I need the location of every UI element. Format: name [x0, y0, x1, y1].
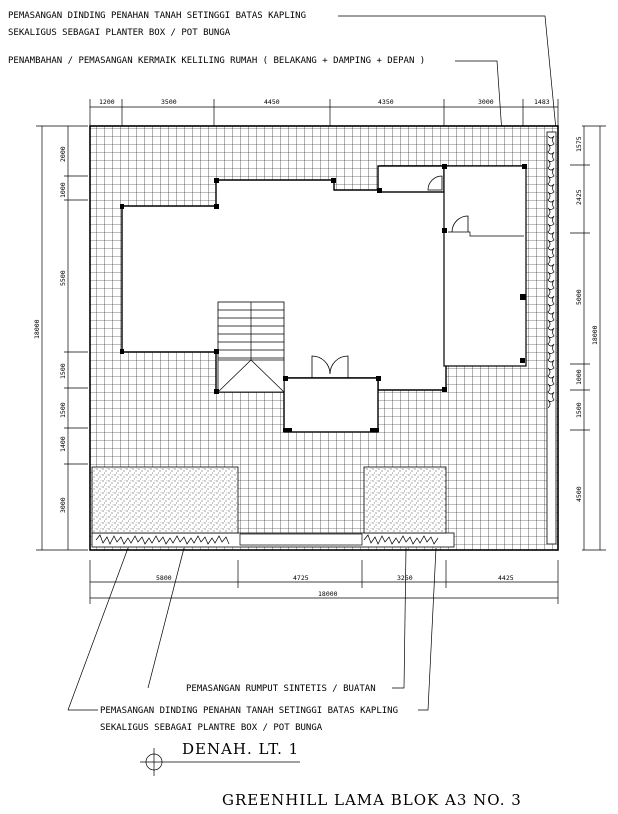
- dim-top-4: 4350: [378, 98, 394, 106]
- leader-top-wall: [338, 15, 558, 141]
- leader-grass: [392, 547, 407, 689]
- dim-bottom-total: 18000: [318, 590, 338, 598]
- plant-hatch: [547, 135, 555, 409]
- leader-grass-left: [147, 547, 185, 689]
- dim-left-2: 1000: [59, 182, 67, 198]
- dim-left-6: 1400: [59, 436, 67, 452]
- dim-top-3: 4450: [264, 98, 280, 106]
- leader-ceramic: [455, 60, 504, 149]
- dim-top-6: 1483: [534, 98, 550, 106]
- right-dimension-lines: [570, 125, 606, 551]
- top-dimension-line: [89, 99, 559, 126]
- dim-top-2: 3500: [161, 98, 177, 106]
- plan-title: DENAH. LT. 1: [182, 740, 299, 758]
- dim-left-7: 3000: [59, 497, 67, 513]
- dim-bottom-1: 5800: [156, 574, 172, 582]
- note-bottom-wall-line2: SEKALIGUS SEBAGAI PLANTRE BOX / POT BUNG…: [100, 723, 323, 733]
- note-grass: PEMASANGAN RUMPUT SINTETIS / BUATAN: [186, 684, 376, 694]
- dim-right-2: 2425: [575, 189, 583, 205]
- dim-left-1: 2000: [59, 146, 67, 162]
- dim-bottom-3: 3250: [397, 574, 413, 582]
- front-plant-hatch-right: [363, 534, 439, 545]
- dim-right-6: 4500: [575, 486, 583, 502]
- dim-right-4: 1000: [575, 369, 583, 385]
- bottom-dimension-lines: [89, 560, 559, 604]
- note-top-wall-line2: SEKALIGUS SEBAGAI PLANTER BOX / POT BUNG…: [8, 28, 231, 38]
- note-bottom-wall-line1: PEMASANGAN DINDING PENAHAN TANAH SETINGG…: [100, 706, 398, 716]
- driveway-strip: [239, 533, 363, 546]
- dim-bottom-4: 4425: [498, 574, 514, 582]
- synthetic-grass-right: [363, 466, 447, 534]
- right-planter-box: [546, 131, 557, 545]
- staircase: [217, 301, 285, 393]
- dim-top-1: 1200: [99, 98, 115, 106]
- project-title: GREENHILL LAMA BLOK A3 NO. 3: [222, 791, 522, 809]
- dim-right-total: 18000: [591, 325, 599, 345]
- door-swing-kitchen: [427, 175, 443, 191]
- dim-top-5: 3000: [478, 98, 494, 106]
- dim-bottom-2: 4725: [293, 574, 309, 582]
- dim-left-3: 5500: [59, 270, 67, 286]
- note-top-wall-line1: PEMASANGAN DINDING PENAHAN TANAH SETINGG…: [8, 11, 306, 21]
- leader-bottom-wall-right: [418, 547, 437, 711]
- note-ceramic: PENAMBAHAN / PEMASANGAN KERMAIK KELILING…: [8, 56, 425, 66]
- left-dimension-lines: [36, 125, 88, 551]
- door-swing-room: [451, 215, 469, 233]
- section-marker-symbol: [140, 748, 300, 776]
- dim-right-1: 1575: [575, 136, 583, 152]
- leader-bottom-wall-left: [67, 547, 129, 711]
- dim-right-5: 1500: [575, 402, 583, 418]
- main-entrance-double-door: [311, 355, 349, 378]
- dim-left-total: 18000: [33, 319, 41, 339]
- front-terrace: [283, 377, 379, 433]
- dim-left-4: 1500: [59, 363, 67, 379]
- column-posts: [120, 164, 527, 432]
- front-plant-hatch-left: [95, 534, 230, 545]
- dim-left-5: 1500: [59, 402, 67, 418]
- synthetic-grass-left: [91, 466, 239, 534]
- dim-right-3: 5000: [575, 289, 583, 305]
